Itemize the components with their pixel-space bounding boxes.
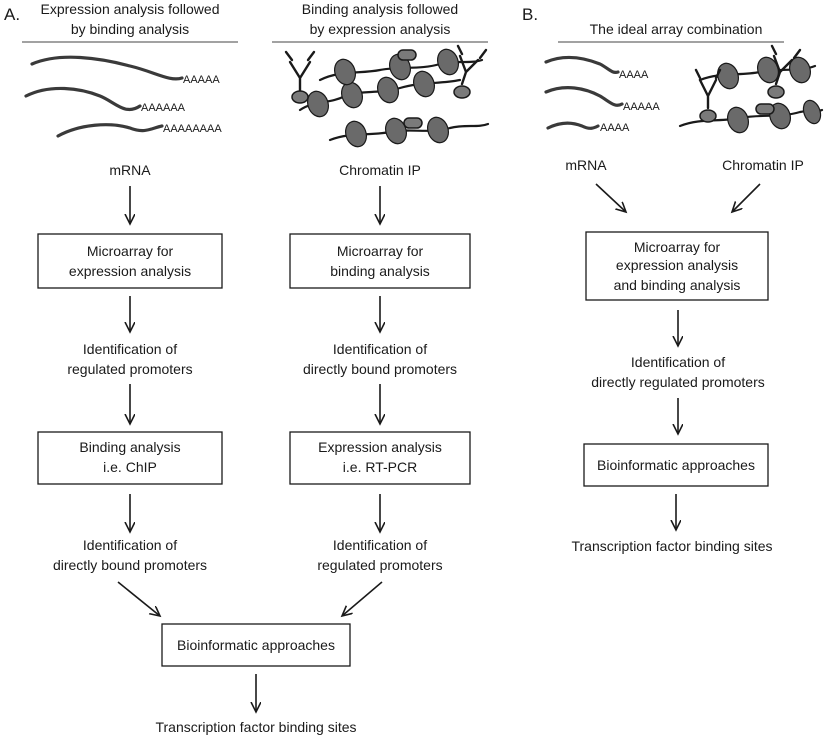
arrow-merge-right [342, 581, 383, 616]
panel-b-source-right: Chromatin IP [722, 157, 804, 173]
mrna-strand-3 [56, 123, 164, 138]
nucleosome [727, 106, 749, 134]
panel-b-box1-line1: Microarray for [634, 239, 721, 255]
transcription-factor [403, 117, 423, 129]
polya-tail-b2: AAAAA [623, 101, 660, 113]
mrna-illustration-b: AAAA AAAAA AAAA [544, 55, 660, 134]
panel-b-result: Transcription factor binding sites [571, 538, 772, 554]
panel-a-label: A. [4, 5, 20, 24]
polya-tail-2: AAAAAA [141, 102, 186, 114]
right-box2-line2: i.e. RT-PCR [343, 459, 417, 475]
left-source-label: mRNA [109, 162, 151, 178]
mrna-strand-b1 [544, 55, 620, 74]
polya-tail-b1: AAAA [619, 69, 649, 81]
left-heading-line2: by binding analysis [71, 21, 189, 37]
mrna-strand-1 [30, 55, 184, 81]
mrna-strand-b2 [544, 86, 624, 107]
right-expression-box [289, 431, 471, 485]
right-source-label: Chromatin IP [339, 162, 421, 178]
left-box2-line1: Binding analysis [79, 439, 180, 455]
left-step2-line1: Identification of [83, 537, 177, 553]
left-box2-line2: i.e. ChIP [103, 459, 157, 475]
panel-b-box1-line2: expression analysis [616, 257, 738, 273]
arrow-b-right [732, 183, 761, 212]
nucleosome [769, 102, 791, 130]
right-box2-line1: Expression analysis [318, 439, 442, 455]
left-microarray-box [37, 233, 223, 289]
transcription-factor [397, 49, 417, 61]
right-step1-line2: directly bound promoters [303, 361, 457, 377]
transcription-factor [767, 85, 785, 99]
nucleosome [334, 58, 356, 86]
antibody [456, 44, 488, 86]
mrna-illustration-left: AAAAA AAAAAA AAAAAAAA [24, 55, 222, 138]
merge-bioinformatics-box [161, 623, 351, 667]
arrow-merge-left [117, 581, 160, 616]
panel-b-microarray-box [585, 231, 769, 301]
antibody [694, 68, 722, 110]
right-box1-line1: Microarray for [337, 243, 424, 259]
nucleosome [789, 56, 811, 84]
panel-b-heading: The ideal array combination [590, 21, 763, 37]
panel-b-box1-line3: and binding analysis [614, 277, 741, 293]
polya-tail-1: AAAAA [183, 74, 220, 86]
mrna-strand-2 [24, 86, 142, 112]
transcription-factor [755, 103, 775, 115]
antibody [284, 50, 316, 92]
nucleosome [427, 116, 449, 144]
left-box1-line2: expression analysis [69, 263, 191, 279]
panel-a-result: Transcription factor binding sites [155, 719, 356, 735]
right-heading-line1: Binding analysis followed [302, 1, 458, 17]
arrow-b-left [595, 183, 626, 212]
polya-tail-b3: AAAA [600, 122, 630, 134]
right-step2-line1: Identification of [333, 537, 427, 553]
nucleosome [413, 70, 435, 98]
nucleosome [377, 76, 399, 104]
panel-b-step-line1: Identification of [631, 354, 725, 370]
left-step2-line2: directly bound promoters [53, 557, 207, 573]
right-step1-line1: Identification of [333, 341, 427, 357]
panel-b-source-left: mRNA [565, 157, 607, 173]
left-binding-box [37, 431, 223, 485]
panel-b-bioinformatics-box [583, 443, 769, 487]
right-step2-line2: regulated promoters [317, 557, 442, 573]
nucleosome [345, 120, 367, 148]
panel-b-box2-label: Bioinformatic approaches [597, 457, 755, 473]
left-heading-line1: Expression analysis followed [41, 1, 220, 17]
nucleosome [307, 90, 329, 118]
chromatin-illustration-a [284, 44, 490, 148]
nucleosome [717, 62, 739, 90]
panel-b-step-line2: directly regulated promoters [591, 374, 765, 390]
merge-box-label: Bioinformatic approaches [177, 637, 335, 653]
transcription-factor [453, 85, 471, 99]
nucleosome [385, 117, 407, 145]
right-microarray-box [289, 233, 471, 289]
polya-tail-3: AAAAAAAA [163, 123, 222, 135]
right-heading-line2: by expression analysis [310, 21, 451, 37]
chromatin-illustration-b [678, 44, 824, 134]
nucleosome [437, 48, 459, 76]
transcription-factor [291, 90, 309, 104]
left-box1-line1: Microarray for [87, 243, 174, 259]
panel-b-label: B. [522, 5, 538, 24]
right-box1-line2: binding analysis [330, 263, 430, 279]
antibody [770, 44, 802, 86]
left-step1-line2: regulated promoters [67, 361, 192, 377]
transcription-factor [699, 109, 717, 123]
nucleosome [802, 99, 822, 125]
mrna-strand-b3 [546, 121, 600, 130]
left-step1-line1: Identification of [83, 341, 177, 357]
